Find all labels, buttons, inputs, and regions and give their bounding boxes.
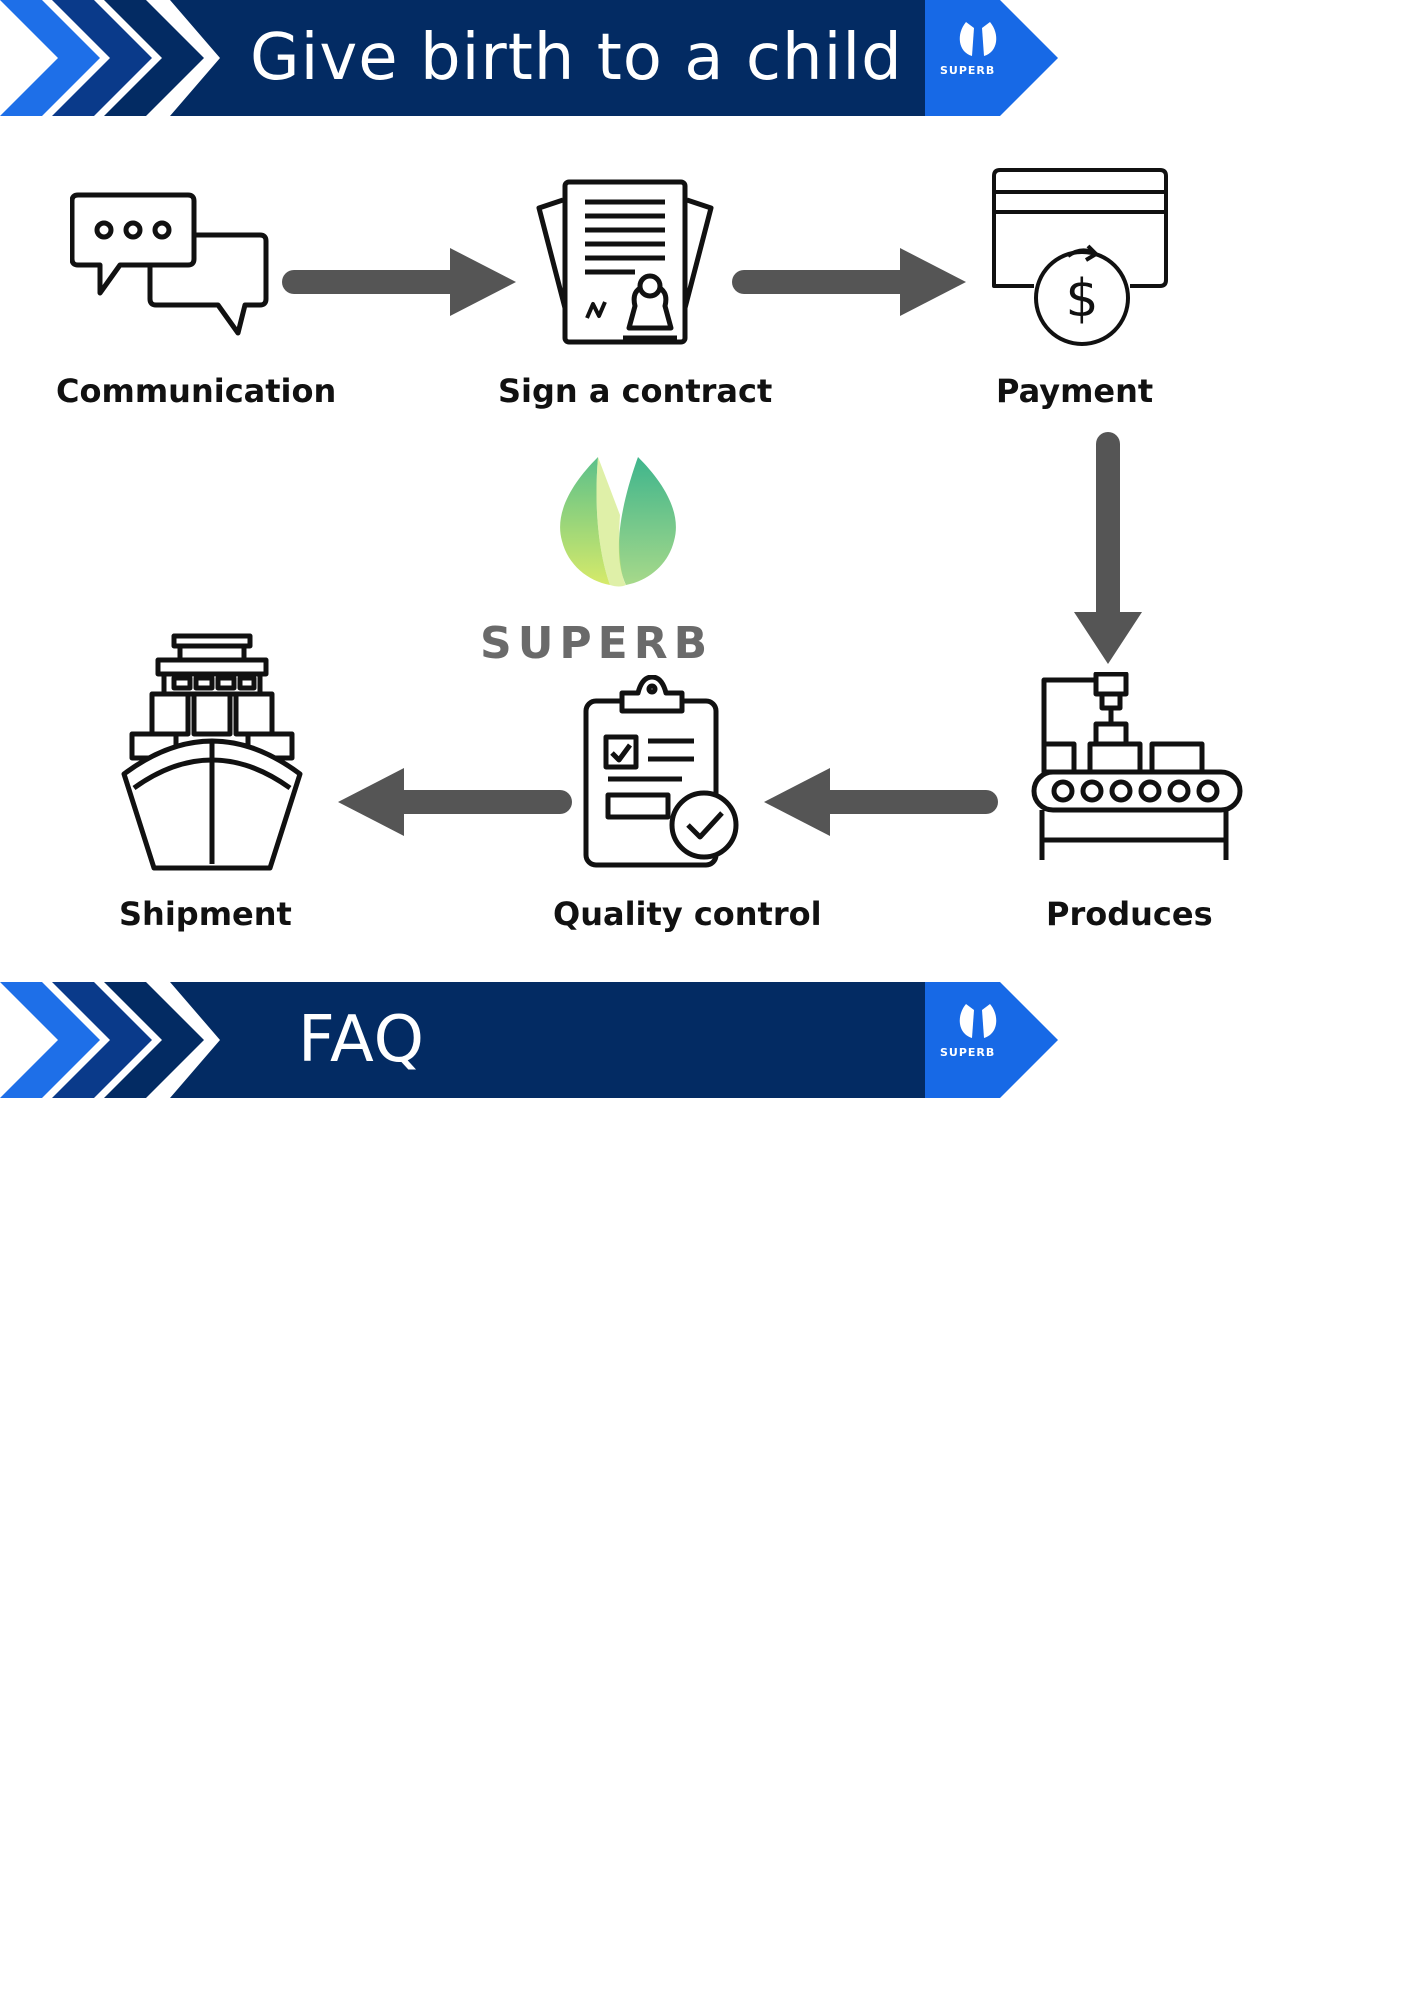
superb-leaf-logo-icon bbox=[560, 457, 676, 587]
step-label-sign-contract: Sign a contract bbox=[498, 372, 773, 410]
arrow-right-icon bbox=[732, 248, 966, 316]
conveyor-production-icon bbox=[1031, 672, 1243, 860]
step-quality-control bbox=[582, 675, 742, 870]
step-label-communication: Communication bbox=[56, 372, 337, 410]
superb-logo-icon bbox=[959, 22, 997, 56]
cargo-ship-icon bbox=[121, 633, 303, 871]
step-label-produces: Produces bbox=[1046, 895, 1213, 933]
step-label-quality-control: Quality control bbox=[553, 895, 822, 933]
arrow-right-icon bbox=[282, 248, 516, 316]
step-label-payment: Payment bbox=[996, 372, 1154, 410]
arrow-left-icon bbox=[764, 768, 998, 836]
arrow-left-icon bbox=[338, 768, 572, 836]
clipboard-check-icon bbox=[583, 675, 739, 868]
banner-title: Give birth to a child bbox=[250, 21, 903, 95]
step-label-shipment: Shipment bbox=[119, 895, 292, 933]
arrow-down-icon bbox=[1074, 432, 1142, 664]
faq-banner: FAQ SUPERB bbox=[0, 982, 1060, 1098]
faq-banner-logo-text: SUPERB bbox=[940, 1046, 996, 1059]
step-payment: $ bbox=[990, 168, 1170, 353]
svg-text:$: $ bbox=[1065, 269, 1098, 329]
banner-logo-text: SUPERB bbox=[940, 64, 996, 77]
chevrons-icon bbox=[0, 982, 204, 1098]
card-payment-icon: $ bbox=[992, 168, 1168, 346]
superb-logo-icon bbox=[959, 1004, 997, 1038]
step-produces bbox=[1030, 672, 1245, 867]
banner-graphic bbox=[0, 982, 1058, 1098]
step-communication bbox=[70, 185, 270, 345]
step-shipment bbox=[120, 632, 305, 872]
chevrons-icon bbox=[0, 0, 204, 116]
superb-center-logo: SUPERB bbox=[470, 455, 770, 675]
contract-stamp-icon bbox=[536, 179, 714, 345]
faq-title: FAQ bbox=[298, 1003, 425, 1077]
banner-graphic bbox=[0, 0, 1058, 116]
superb-logo-text: SUPERB bbox=[480, 618, 714, 669]
chat-bubbles-icon bbox=[70, 192, 269, 336]
step-sign-contract bbox=[535, 178, 715, 348]
top-banner: Give birth to a child SUPERB bbox=[0, 0, 1060, 116]
